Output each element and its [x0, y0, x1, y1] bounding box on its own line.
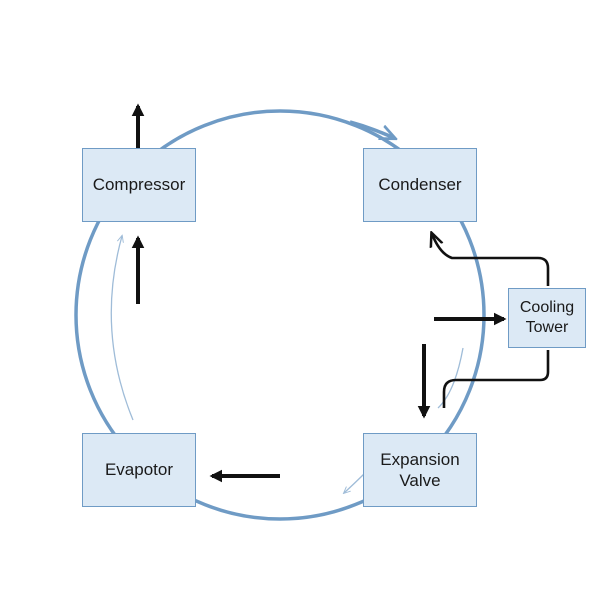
loop-arrow-to-condenser: [349, 120, 394, 138]
inner-arc-left: [110, 236, 134, 421]
cooling-tower-label: Cooling Tower: [519, 299, 575, 336]
inner-arc-right: [437, 347, 464, 409]
condenser-label: Condenser: [378, 175, 462, 195]
tower-return-line: [442, 350, 550, 408]
evaporator-box: Evapotor: [82, 433, 196, 507]
expansion-valve-label: Expansion Valve: [380, 449, 460, 490]
tower-line-to-condenser: [432, 234, 550, 286]
condenser-box: Condenser: [363, 148, 477, 222]
refrigerant-loop: [74, 109, 486, 521]
compressor-box: Compressor: [82, 148, 196, 222]
compressor-label: Compressor: [92, 175, 186, 195]
expansion-valve-box: Expansion Valve: [363, 433, 477, 507]
cooling-tower-box: Cooling Tower: [508, 288, 586, 348]
evaporator-label: Evapotor: [104, 460, 174, 480]
